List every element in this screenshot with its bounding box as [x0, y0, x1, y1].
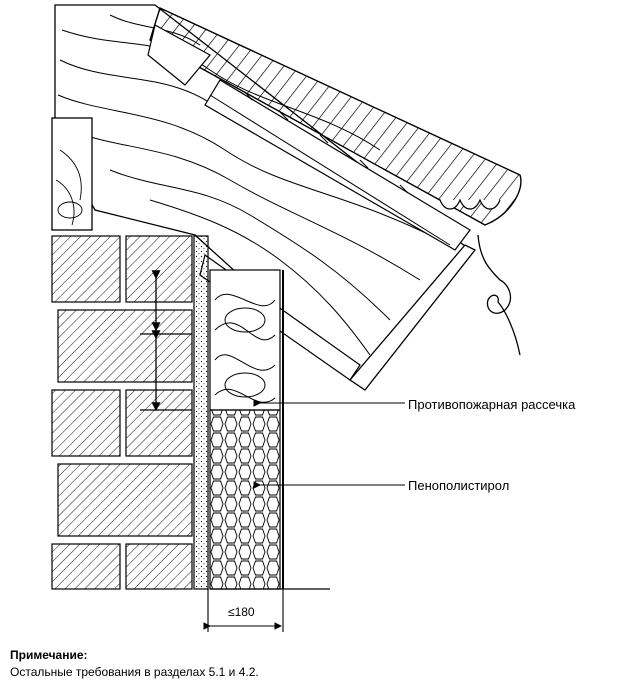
- roof-tiles: [149, 7, 522, 356]
- dimension-label: ≤180: [228, 605, 255, 619]
- polystyrene-label: Пенополистирол: [408, 478, 510, 493]
- render-layer: [193, 235, 209, 590]
- note-title: Примечание:: [10, 648, 88, 662]
- fire-break-label: Противопожарная рассечка: [408, 397, 576, 412]
- spacing-arrows: [140, 270, 192, 412]
- dimension-line: [203, 589, 284, 632]
- wall-plate-block: [51, 117, 93, 231]
- brick-wall: [51, 235, 193, 590]
- note-text: Остальные требования в разделах 5.1 и 4.…: [10, 665, 259, 679]
- polystyrene-insulation: [209, 409, 281, 590]
- fire-break-mineral-wool: [209, 269, 281, 411]
